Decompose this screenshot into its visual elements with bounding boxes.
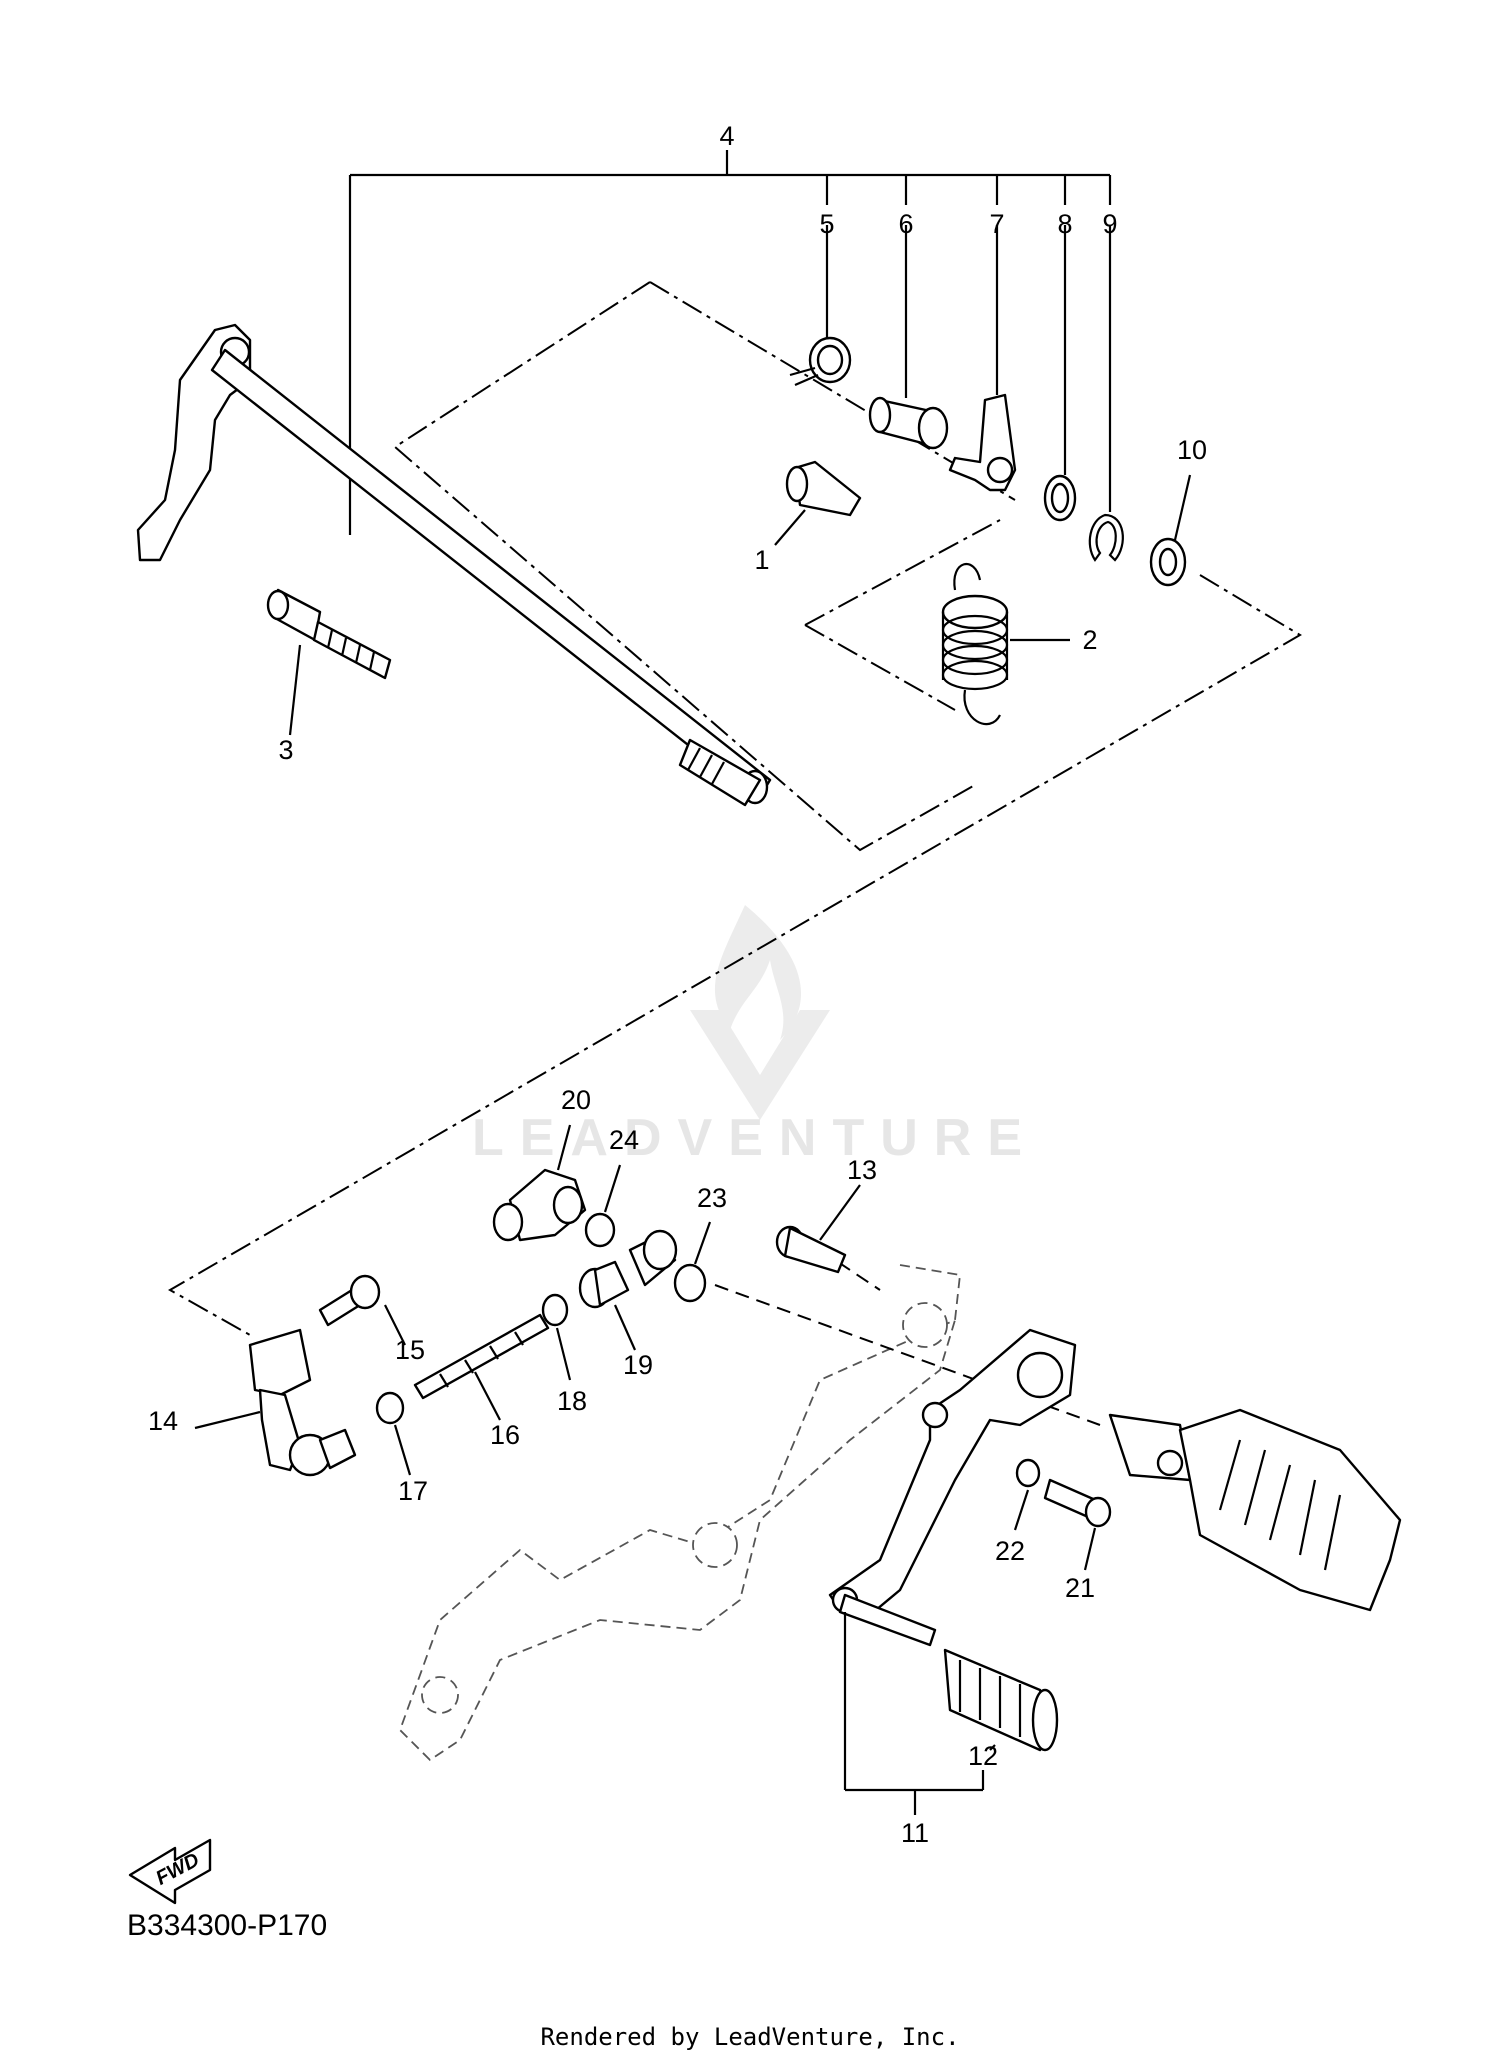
callout-4[interactable]: 4	[719, 121, 734, 151]
watermark-text: LEADVENTURE	[472, 1109, 1038, 1167]
part-14-shift-arm	[194, 1328, 357, 1477]
part-13-bolt	[775, 1184, 861, 1274]
callout-7[interactable]: 7	[989, 209, 1004, 239]
forward-arrow-icon: FWD	[128, 1838, 212, 1905]
shift-shaft	[136, 323, 772, 807]
ghost-frame-bracket	[398, 1264, 961, 1762]
callout-1[interactable]: 1	[754, 545, 769, 575]
ghost-bracket-hole-1	[902, 1302, 948, 1348]
part-23-collar	[673, 1221, 712, 1303]
callout-18[interactable]: 18	[557, 1386, 587, 1416]
watermark: LEADVENTURE	[472, 905, 1038, 1167]
part-3-bolt	[266, 588, 392, 736]
part-2-return-spring	[941, 562, 1070, 726]
outline-spring-bottom	[804, 624, 956, 711]
callout-20[interactable]: 20	[561, 1085, 591, 1115]
outline-shaft-group	[393, 281, 976, 852]
callout-2[interactable]: 2	[1082, 625, 1097, 655]
callout-23[interactable]: 23	[697, 1183, 727, 1213]
callout-9[interactable]: 9	[1102, 209, 1117, 239]
callout-16[interactable]: 16	[490, 1420, 520, 1450]
part-21-bolt	[1043, 1478, 1112, 1571]
footrest	[1108, 1408, 1402, 1612]
callout-21[interactable]: 21	[1065, 1573, 1095, 1603]
part-7-stopper-lever	[948, 225, 1017, 492]
part-15-bolt	[318, 1274, 406, 1346]
callout-13[interactable]: 13	[847, 1155, 877, 1185]
callout-15[interactable]: 15	[395, 1335, 425, 1365]
callout-14[interactable]: 14	[148, 1406, 178, 1436]
callout-8[interactable]: 8	[1057, 209, 1072, 239]
callout-6[interactable]: 6	[898, 209, 913, 239]
outline-long-link	[167, 574, 1302, 1336]
ghost-bracket-hole-3	[421, 1676, 459, 1714]
part-1-bolt	[774, 460, 862, 546]
callout-3[interactable]: 3	[278, 735, 293, 765]
callout-22[interactable]: 22	[995, 1536, 1025, 1566]
callout-12[interactable]: 12	[968, 1741, 998, 1771]
part-24-nut	[584, 1164, 622, 1248]
part-6-collar	[868, 225, 949, 450]
part-18-nut	[541, 1293, 572, 1381]
part-12-pedal-rubber	[943, 1648, 1059, 1752]
ghost-bracket-hole-2	[692, 1522, 738, 1568]
callout-11[interactable]: 11	[901, 1818, 929, 1848]
callout-17[interactable]: 17	[398, 1476, 428, 1506]
group-11-bracket	[843, 1612, 985, 1815]
callout-labels: 1 2 3 4 5 6 7 8 9 10 11 12 13 14 15 16 1…	[148, 121, 1207, 1848]
callout-19[interactable]: 19	[623, 1350, 653, 1380]
callout-10[interactable]: 10	[1177, 435, 1207, 465]
part-8-washer	[1043, 225, 1077, 522]
part-10-washer	[1149, 474, 1192, 587]
rod-end-joint	[628, 1229, 678, 1287]
rendered-by-credit: Rendered by LeadVenture, Inc.	[540, 2023, 959, 2051]
part-22-washer	[1013, 1458, 1041, 1531]
part-19-collar	[578, 1260, 637, 1351]
part-16-threaded-rod	[413, 1313, 550, 1421]
part-9-circlip	[1088, 225, 1124, 562]
diagram-code: B334300-P170	[127, 1909, 327, 1942]
part-5-torsion-spring	[789, 225, 852, 387]
part-11-shift-pedal	[828, 1328, 1077, 1647]
callout-24[interactable]: 24	[609, 1125, 639, 1155]
part-17-nut	[375, 1391, 412, 1476]
part-20-rod-end	[492, 1124, 587, 1242]
callout-5[interactable]: 5	[819, 209, 834, 239]
